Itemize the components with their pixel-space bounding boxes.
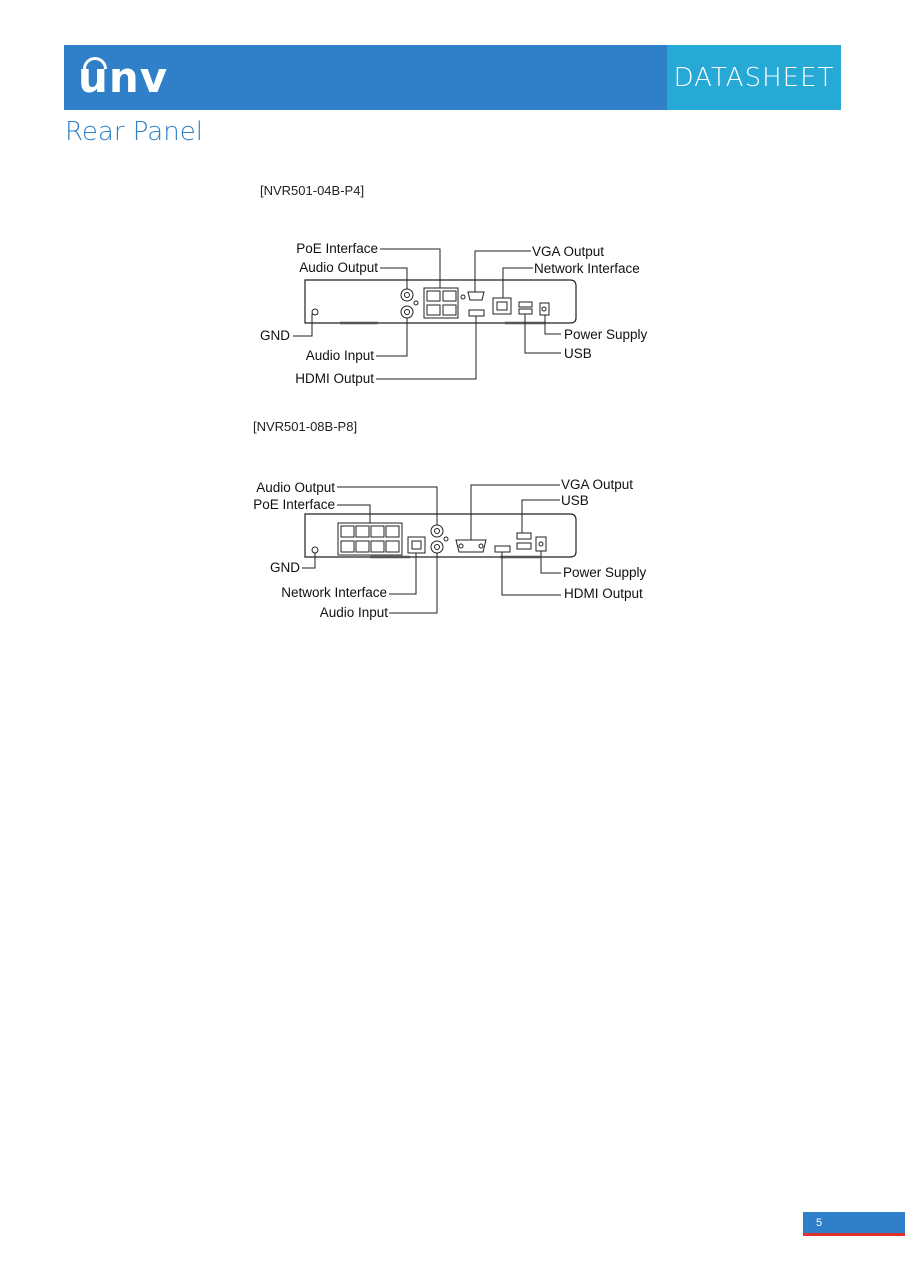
model-label-1: [NVR501-04B-P4]: [260, 183, 365, 198]
callout-poe-2: PoE Interface: [253, 497, 335, 512]
callout-gnd-1: GND: [260, 328, 290, 343]
nvr-04-rear-panel: [293, 248, 577, 380]
callout-hdmi-1: HDMI Output: [295, 371, 374, 386]
callout-gnd-2: GND: [270, 560, 300, 575]
model-label-2: [NVR501-08B-P8]: [253, 419, 358, 434]
page-number: 5: [803, 1212, 905, 1233]
datasheet-tag: DATASHEET: [667, 45, 841, 110]
callout-power-1: Power Supply: [564, 327, 648, 342]
nvr-08-rear-panel: [302, 484, 577, 614]
callout-audio-in-1: Audio Input: [306, 348, 375, 363]
callout-hdmi-2: HDMI Output: [564, 586, 643, 601]
callout-audio-in-2: Audio Input: [320, 605, 389, 620]
callout-audio-out-2: Audio Output: [256, 480, 335, 495]
callout-power-2: Power Supply: [563, 565, 647, 580]
header-band: [64, 45, 667, 110]
callout-audio-out-1: Audio Output: [299, 260, 378, 275]
callout-vga-1: VGA Output: [532, 244, 604, 259]
logo-mark: [83, 57, 107, 69]
callout-usb-1: USB: [564, 346, 592, 361]
brand-logo: unv: [78, 53, 169, 102]
callout-vga-2: VGA Output: [561, 477, 633, 492]
footer-accent-line: [803, 1233, 905, 1236]
callout-network-1: Network Interface: [534, 261, 640, 276]
callout-network-2: Network Interface: [281, 585, 387, 600]
callout-poe-1: PoE Interface: [296, 241, 378, 256]
section-title: Rear Panel: [65, 117, 203, 147]
callout-usb-2: USB: [561, 493, 589, 508]
